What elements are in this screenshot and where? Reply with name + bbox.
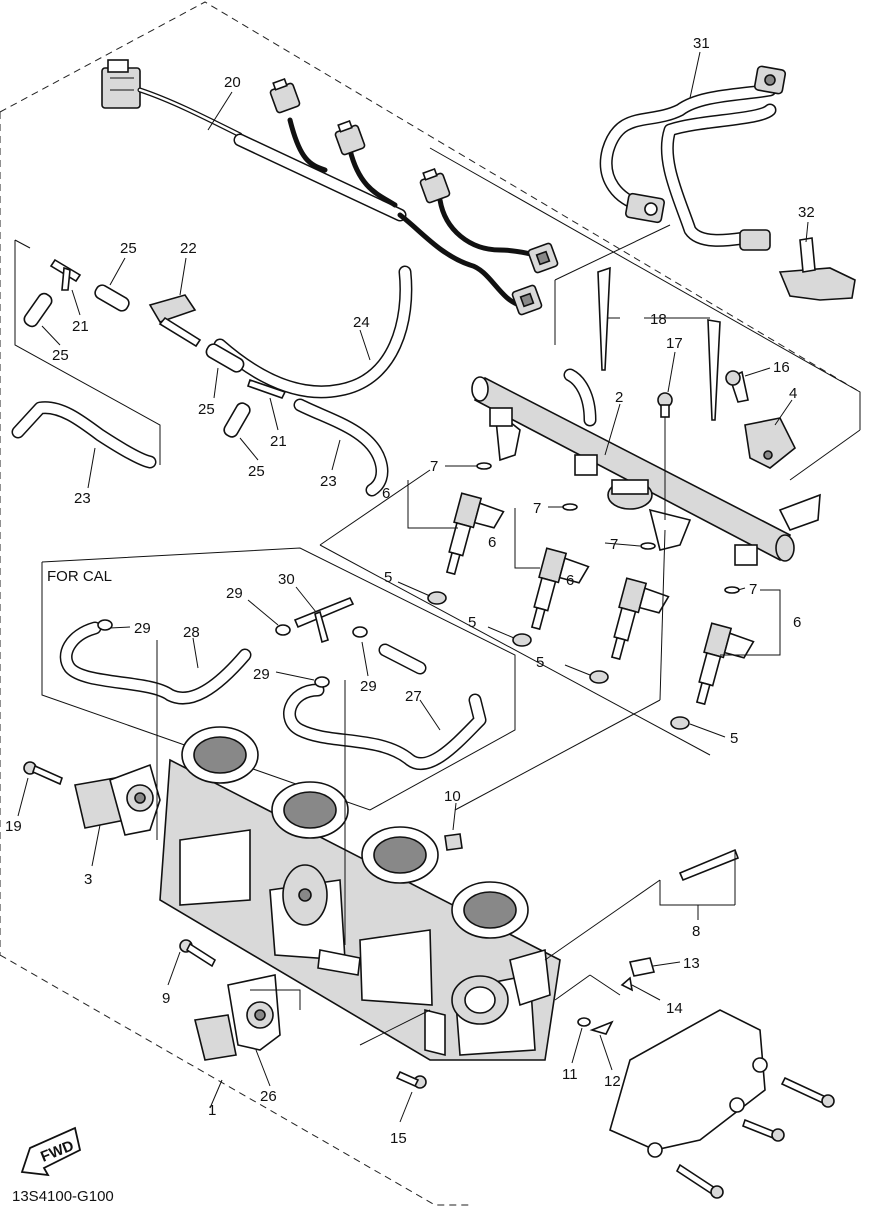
callout-5b: 5 bbox=[468, 614, 476, 631]
callout-6c: 6 bbox=[566, 572, 574, 589]
callout-29a: 29 bbox=[134, 620, 151, 637]
injector-2 bbox=[530, 547, 590, 631]
cable-ties bbox=[597, 266, 721, 421]
callout-25b: 25 bbox=[52, 347, 69, 364]
callout-4: 4 bbox=[789, 385, 797, 402]
sub-wire-harness bbox=[599, 65, 787, 251]
callout-6a: 6 bbox=[382, 485, 390, 502]
vacuum-hose bbox=[213, 265, 413, 497]
callout-31: 31 bbox=[693, 35, 710, 52]
callout-2: 2 bbox=[615, 389, 623, 406]
callout-5c: 5 bbox=[536, 654, 544, 671]
injector-4 bbox=[695, 622, 755, 706]
small-parts bbox=[395, 833, 740, 1089]
callout-7d: 7 bbox=[749, 581, 757, 598]
callout-5d: 5 bbox=[730, 730, 738, 747]
callout-26: 26 bbox=[260, 1088, 277, 1105]
callout-3: 3 bbox=[84, 871, 92, 888]
callout-19: 19 bbox=[5, 818, 22, 835]
callout-9: 9 bbox=[162, 990, 170, 1007]
callout-23b: 23 bbox=[320, 473, 337, 490]
injector-3 bbox=[610, 577, 670, 661]
callout-21a: 21 bbox=[72, 318, 89, 335]
callout-13: 13 bbox=[683, 955, 700, 972]
callout-21b: 21 bbox=[270, 433, 287, 450]
callout-7b: 7 bbox=[533, 500, 541, 517]
callout-28: 28 bbox=[183, 624, 200, 641]
throttle-position-sensor bbox=[23, 761, 161, 836]
hose-joints-group bbox=[11, 239, 287, 469]
callout-15: 15 bbox=[390, 1130, 407, 1147]
callout-23a: 23 bbox=[74, 490, 91, 507]
pressure-sensor bbox=[725, 370, 797, 469]
callout-8: 8 bbox=[692, 923, 700, 940]
callout-18: 18 bbox=[650, 311, 667, 328]
callout-11: 11 bbox=[562, 1066, 578, 1083]
callout-7a: 7 bbox=[430, 458, 438, 475]
leader-lines bbox=[17, 51, 809, 1123]
seals bbox=[427, 591, 690, 730]
callout-14: 14 bbox=[666, 1000, 683, 1017]
callout-12: 12 bbox=[604, 1073, 621, 1090]
callout-27: 27 bbox=[405, 688, 422, 705]
throttle-sensor-2 bbox=[179, 939, 281, 1061]
injector-1 bbox=[445, 492, 505, 576]
drawing-code: 13S4100-G100 bbox=[12, 1188, 114, 1205]
screw bbox=[657, 392, 673, 520]
callout-25a: 25 bbox=[120, 240, 137, 257]
o-rings bbox=[476, 462, 740, 594]
callout-29c: 29 bbox=[253, 666, 270, 683]
callout-25d: 25 bbox=[248, 463, 265, 480]
cover-bracket bbox=[609, 1009, 835, 1199]
callout-29d: 29 bbox=[360, 678, 377, 695]
callout-17: 17 bbox=[666, 335, 683, 352]
fuel-rail bbox=[471, 368, 821, 566]
callout-6d: 6 bbox=[793, 614, 801, 631]
callout-29b: 29 bbox=[226, 585, 243, 602]
callout-10: 10 bbox=[444, 788, 461, 805]
callout-32: 32 bbox=[798, 204, 815, 221]
wire-harness bbox=[101, 59, 559, 316]
callout-25c: 25 bbox=[198, 401, 215, 418]
assembly-boundary bbox=[0, 1, 861, 1206]
callout-7c: 7 bbox=[610, 536, 618, 553]
callout-5a: 5 bbox=[384, 569, 392, 586]
for-cal-label: FOR CAL bbox=[47, 568, 112, 585]
fwd-arrow-icon: FWD bbox=[20, 1126, 82, 1177]
labels: FOR CAL 13S4100-G100 1 2 3 4 5 5 5 5 6 6… bbox=[5, 35, 815, 1205]
callout-6b: 6 bbox=[488, 534, 496, 551]
fuel-rail-region bbox=[319, 147, 861, 756]
harness-bracket bbox=[778, 237, 856, 301]
callout-22: 22 bbox=[180, 240, 197, 257]
callout-16: 16 bbox=[773, 359, 790, 376]
callout-24: 24 bbox=[353, 314, 370, 331]
callout-20: 20 bbox=[224, 74, 241, 91]
for-cal-box bbox=[41, 547, 516, 811]
callout-30: 30 bbox=[278, 571, 295, 588]
callout-1: 1 bbox=[208, 1102, 216, 1119]
throttle-body bbox=[159, 726, 561, 1061]
